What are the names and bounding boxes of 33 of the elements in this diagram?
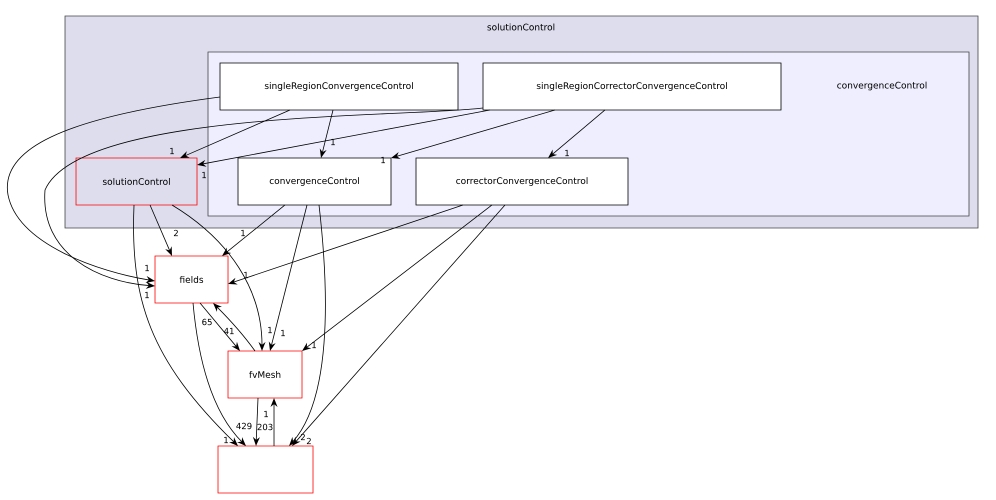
edge-label: 1: [145, 292, 149, 298]
edge-label: 1: [202, 172, 206, 178]
edge-label: 1: [381, 156, 385, 164]
folder-box: singleRegionCorrectorConvergenceControl: [482, 62, 782, 110]
edge-label: 1: [281, 330, 285, 336]
edge-label: 203: [258, 424, 272, 430]
edge-label: 429: [236, 422, 252, 430]
edge-label: 2: [306, 438, 311, 444]
folder-box: correctorConvergenceControl: [416, 158, 628, 206]
edge-label: 2: [300, 434, 305, 440]
folder-box: fields: [154, 256, 228, 304]
edge-label: 1: [264, 410, 268, 418]
edge-label: 1: [170, 148, 174, 154]
edge-label: 2: [174, 230, 178, 236]
edge-label: 41: [224, 328, 234, 334]
arrow: [133, 204, 238, 446]
arrow: [289, 204, 326, 446]
edge-label: 1: [565, 150, 569, 156]
edge-label: 1: [268, 326, 272, 334]
arrow: [292, 204, 506, 446]
arrow: [302, 204, 492, 351]
folder-box: singleRegionConvergenceControl: [220, 62, 458, 110]
arrow: [548, 110, 606, 158]
edge-label: 1: [241, 230, 245, 236]
folder-box: fvMesh: [228, 350, 302, 398]
edge-label: 65: [202, 318, 212, 326]
arrow: [222, 204, 286, 256]
edge-label: 1: [224, 436, 228, 444]
arrow: [200, 302, 240, 351]
arrow: [192, 302, 246, 446]
folder-box: [218, 446, 314, 494]
edge-label: 1: [145, 264, 149, 272]
folder-box: solutionControl: [76, 158, 198, 206]
